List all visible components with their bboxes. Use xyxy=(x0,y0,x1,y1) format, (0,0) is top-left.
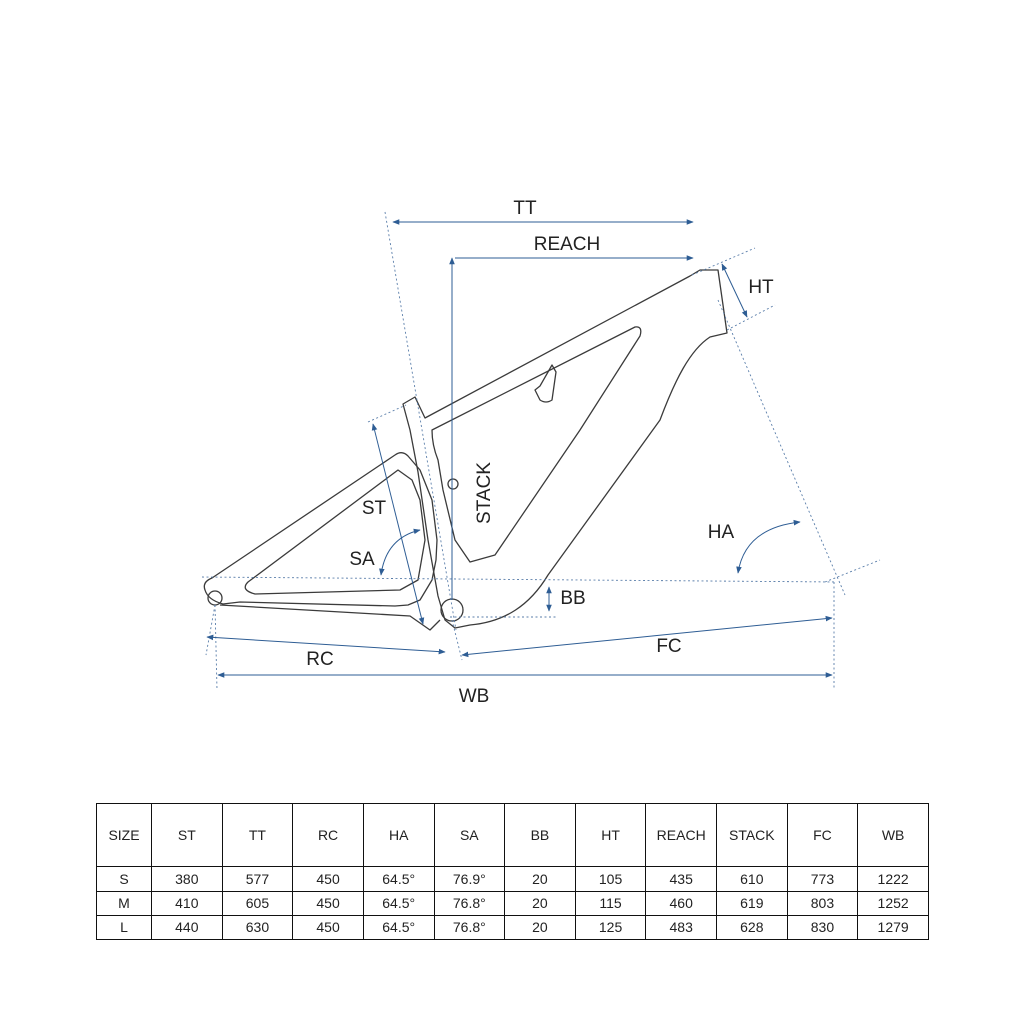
table-cell: 76.8° xyxy=(433,914,506,941)
table-row: S 380 577 450 64.5° 76.9° 20 105 435 610… xyxy=(96,866,929,892)
header-cell: RC xyxy=(292,802,364,868)
header-cell: STACK xyxy=(716,802,788,868)
header-cell: FC xyxy=(786,802,859,868)
label-tt: TT xyxy=(513,198,537,219)
table-cell: 830 xyxy=(786,914,859,941)
table-cell: 630 xyxy=(221,914,294,941)
table-cell: 20 xyxy=(504,866,576,892)
label-wb: WB xyxy=(459,686,490,707)
table-cell: 1279 xyxy=(857,914,929,941)
rear-axle-vertical xyxy=(214,604,218,691)
table-cell: 803 xyxy=(786,890,859,916)
header-cell: TT xyxy=(221,802,294,868)
table-cell: 450 xyxy=(292,890,364,916)
bottom-bracket xyxy=(440,598,464,622)
table-cell: 64.5° xyxy=(362,914,435,941)
header-cell: REACH xyxy=(645,802,717,868)
ht-top-guide xyxy=(691,247,756,276)
label-fc: FC xyxy=(656,636,681,657)
header-cell: BB xyxy=(504,802,576,868)
seatstay-cutout xyxy=(244,469,426,595)
pivot-point xyxy=(447,478,459,490)
bike-frame xyxy=(203,269,728,631)
geometry-table: SIZE ST TT RC HA SA BB HT REACH STACK FC… xyxy=(96,802,929,941)
table-cell: 605 xyxy=(221,890,294,916)
table-cell: 435 xyxy=(645,866,717,892)
label-rc: RC xyxy=(306,649,333,670)
table-cell: L xyxy=(96,914,152,941)
header-cell: WB xyxy=(857,802,929,868)
label-ht: HT xyxy=(748,277,774,298)
label-st: ST xyxy=(362,498,387,519)
header-cell: SIZE xyxy=(96,802,152,868)
header-cell: SA xyxy=(433,802,506,868)
ground-line xyxy=(201,576,837,583)
table-cell: 610 xyxy=(716,866,788,892)
table-row: L 440 630 450 64.5° 76.8° 20 125 483 628… xyxy=(96,914,929,941)
table-header-row: SIZE ST TT RC HA SA BB HT REACH STACK FC… xyxy=(96,802,929,868)
ha-ground-guide xyxy=(824,559,881,583)
header-cell: HA xyxy=(362,802,435,868)
table-cell: 773 xyxy=(786,866,859,892)
table-cell: 1222 xyxy=(857,866,929,892)
dimension-lines xyxy=(206,219,833,678)
sa-arc xyxy=(379,528,421,576)
table-cell: 619 xyxy=(716,890,788,916)
table-cell: 380 xyxy=(151,866,223,892)
ha-arc xyxy=(736,519,801,574)
table-cell: 64.5° xyxy=(362,890,435,916)
header-cell: ST xyxy=(151,802,223,868)
rear-axle-slant xyxy=(205,604,216,656)
table-row: M 410 605 450 64.5° 76.8° 20 115 460 619… xyxy=(96,890,929,916)
label-bb: BB xyxy=(560,588,585,609)
bb-vertical-down xyxy=(451,619,463,661)
guide-lines xyxy=(201,211,881,691)
st-dimension xyxy=(371,423,425,625)
table-cell: 483 xyxy=(645,914,717,941)
table-cell: 628 xyxy=(716,914,788,941)
table-cell: 105 xyxy=(574,866,647,892)
cable-port-notch xyxy=(534,364,557,403)
ht-dimension xyxy=(721,263,748,318)
table-cell: 20 xyxy=(504,914,576,941)
seat-tube-axis xyxy=(384,211,457,631)
rear-stay-outline xyxy=(203,452,438,607)
chainstay-outline xyxy=(219,604,441,631)
label-sa: SA xyxy=(349,549,375,570)
table-cell: 460 xyxy=(645,890,717,916)
ht-bottom-guide xyxy=(726,304,776,331)
header-cell: HT xyxy=(574,802,647,868)
st-top-guide xyxy=(367,404,407,423)
fc-dimension xyxy=(461,615,833,658)
table-cell: 577 xyxy=(221,866,294,892)
table-cell: 76.9° xyxy=(433,866,506,892)
table-cell: 450 xyxy=(292,914,364,941)
dimension-labels: TT REACH HT STACK ST SA HA BB RC FC WB xyxy=(306,198,774,707)
table-cell: 20 xyxy=(504,890,576,916)
table-cell: 76.8° xyxy=(433,890,506,916)
table-cell: 125 xyxy=(574,914,647,941)
label-ha: HA xyxy=(708,522,735,543)
table-cell: 450 xyxy=(292,866,364,892)
label-stack: STACK xyxy=(474,462,495,524)
front-triangle-cutout xyxy=(431,326,642,563)
table-cell: 1252 xyxy=(857,890,929,916)
table-cell: S xyxy=(96,866,152,892)
table-cell: 64.5° xyxy=(362,866,435,892)
table-cell: M xyxy=(96,890,152,916)
table-cell: 440 xyxy=(151,914,223,941)
rc-dimension xyxy=(206,634,446,655)
frame-geometry-diagram: TT REACH HT STACK ST SA HA BB RC FC WB xyxy=(201,198,881,707)
table-cell: 115 xyxy=(574,890,647,916)
label-reach: REACH xyxy=(534,234,601,255)
steering-axis xyxy=(717,299,846,596)
table-cell: 410 xyxy=(151,890,223,916)
